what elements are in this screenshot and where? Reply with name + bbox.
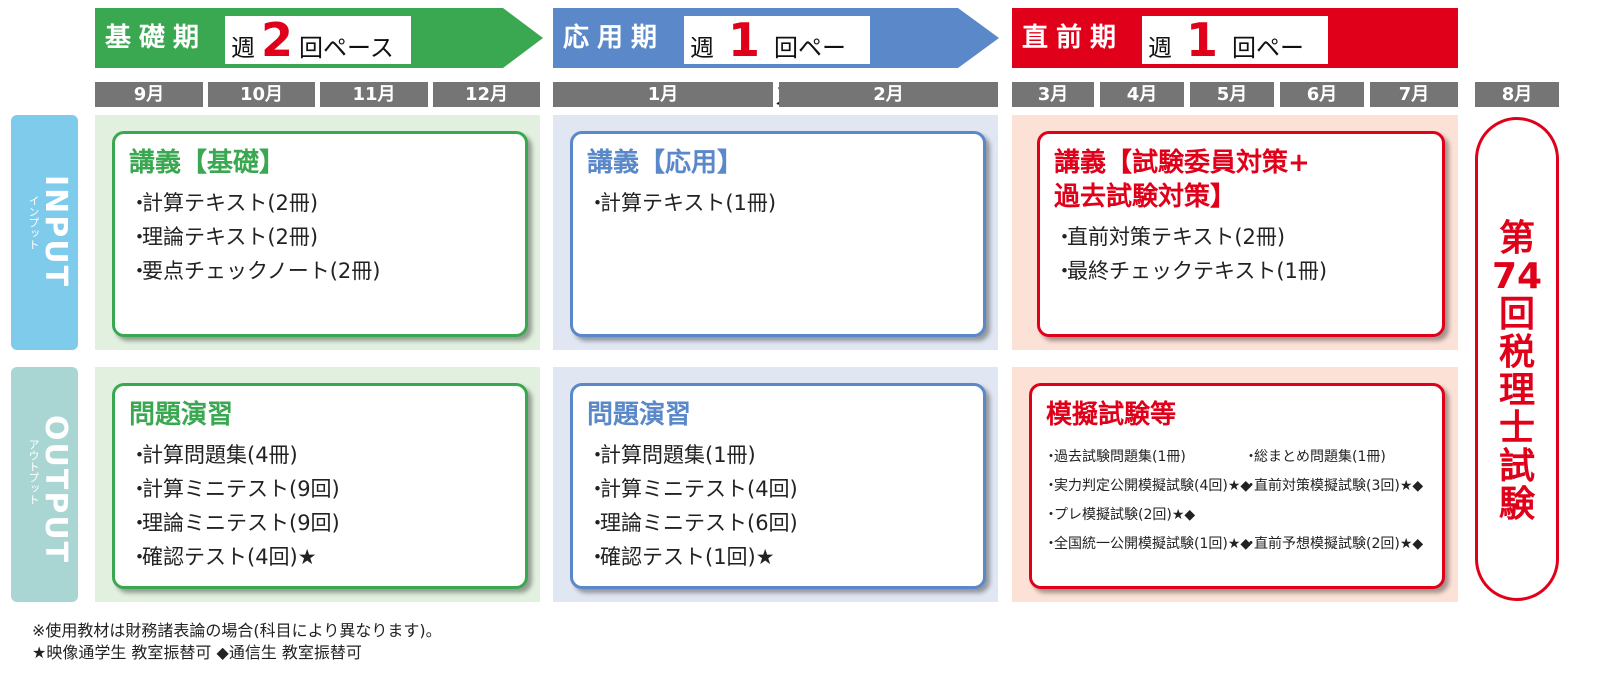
list-item: 総まとめ問題集(1冊) <box>1244 446 1386 466</box>
phase-basic: 基礎期 週 2 回ペース <box>95 8 545 68</box>
month-label: 9月 <box>95 82 203 107</box>
month-label: 5月 <box>1190 82 1274 107</box>
phase-final: 直前期 週 1 回ペース <box>1012 8 1458 110</box>
month-label: 12月 <box>433 82 540 107</box>
legend-note: ★映像通学生 教室振替可 ◆通信生 教室振替可 <box>32 643 362 662</box>
list-item: 最終チェックテキスト(1冊) <box>1054 254 1327 288</box>
list-item: 直前対策テキスト(2冊) <box>1054 220 1327 254</box>
phase-name: 直前期 <box>1022 23 1125 53</box>
list-item: 全国統一公開模擬試験(1回)★◆ <box>1044 533 1251 553</box>
phase-applied: 応用期 週 1 回ペース <box>553 8 1001 110</box>
pace-number: 1 <box>728 13 761 67</box>
card-title: 問題演習 <box>129 400 234 430</box>
month-label: 6月 <box>1280 82 1364 107</box>
list-item: 確認テスト(1回)★ <box>587 540 798 574</box>
month-label: 3月 <box>1012 82 1094 107</box>
practice-basic-card: 問題演習 計算問題集(4冊) 計算ミニテスト(9回) 理論ミニテスト(9回) 確… <box>112 383 528 589</box>
exam-title-char: 74 <box>1491 256 1543 297</box>
pace-box: 週 2 回ペース <box>225 16 411 64</box>
month-label: 11月 <box>320 82 428 107</box>
card-title: 講義【応用】 <box>587 148 744 178</box>
input-label: INPUT <box>38 175 73 289</box>
list-item: 理論ミニテスト(9回) <box>129 506 340 540</box>
output-sublabel: アウトプット <box>27 439 40 505</box>
practice-applied-card: 問題演習 計算問題集(1冊) 計算ミニテスト(4回) 理論ミニテスト(6回) 確… <box>570 383 986 589</box>
material-list: 計算テキスト(2冊) 理論テキスト(2冊) 要点チェックノート(2冊) <box>129 186 381 288</box>
pace-week: 週 <box>690 34 714 62</box>
input-sublabel: インプット <box>27 195 40 250</box>
pace-number: 2 <box>261 13 294 67</box>
materials-note: ※使用教材は財務諸表論の場合(科目により異なります)。 <box>32 621 442 640</box>
list-item: 直前対策模擬試験(3回)★◆ <box>1244 475 1423 495</box>
month-label: 8月 <box>1475 82 1559 107</box>
lecture-basic-card: 講義【基礎】 計算テキスト(2冊) 理論テキスト(2冊) 要点チェックノート(2… <box>112 131 528 337</box>
list-item: 直前予想模擬試験(2回)★◆ <box>1244 533 1423 553</box>
exam-title-char: 士 <box>1498 408 1535 449</box>
list-item: 理論テキスト(2冊) <box>129 220 381 254</box>
exam-title-char: 回 <box>1498 294 1535 335</box>
list-item: 計算テキスト(1冊) <box>587 186 776 220</box>
input-side-label: INPUT インプット <box>11 115 78 350</box>
card-title: 模擬試験等 <box>1046 400 1177 430</box>
exam-title-char: 税 <box>1498 332 1535 373</box>
pace-week: 週 <box>231 34 255 62</box>
material-list: 計算問題集(4冊) 計算ミニテスト(9回) 理論ミニテスト(9回) 確認テスト(… <box>129 438 340 574</box>
list-item: 計算テキスト(2冊) <box>129 186 381 220</box>
pace-box: 週 1 回ペース <box>684 13 870 110</box>
list-item: 確認テスト(4回)★ <box>129 540 340 574</box>
list-item: 実力判定公開模擬試験(4回)★◆ <box>1044 475 1251 495</box>
phase-name: 基礎期 <box>105 23 208 53</box>
list-item: 計算問題集(4冊) <box>129 438 340 472</box>
month-label: 4月 <box>1100 82 1184 107</box>
card-title: 講義【基礎】 <box>129 148 286 178</box>
month-label: 1月 <box>553 82 773 107</box>
card-title-line1: 講義【試験委員対策+ <box>1054 148 1310 178</box>
list-item: 過去試験問題集(1冊) <box>1044 446 1186 466</box>
card-title: 問題演習 <box>587 400 692 430</box>
pace-unit: 回ペース <box>299 34 394 62</box>
month-label: 2月 <box>779 82 998 107</box>
output-label: OUTPUT <box>38 415 73 565</box>
list-item: 計算ミニテスト(4回) <box>587 472 798 506</box>
month-label: 7月 <box>1370 82 1458 107</box>
list-item: 計算問題集(1冊) <box>587 438 798 472</box>
card-title: 講義【試験委員対策+ 過去試験対策】 <box>1054 146 1310 214</box>
phase-name: 応用期 <box>563 23 666 53</box>
mock-exam-card: 模擬試験等 過去試験問題集(1冊) 実力判定公開模擬試験(4回)★◆ プレ模擬試… <box>1029 383 1445 589</box>
lecture-applied-card: 講義【応用】 計算テキスト(1冊) <box>570 131 986 337</box>
material-list: 計算問題集(1冊) 計算ミニテスト(4回) 理論ミニテスト(6回) 確認テスト(… <box>587 438 798 574</box>
card-title-line2: 過去試験対策】 <box>1054 182 1237 212</box>
pace-number: 1 <box>1186 13 1219 67</box>
exam-title-char: 験 <box>1498 484 1535 525</box>
list-item: 理論ミニテスト(6回) <box>587 506 798 540</box>
pace-week: 週 <box>1148 34 1172 62</box>
list-item: 計算ミニテスト(9回) <box>129 472 340 506</box>
exam-title-char: 理 <box>1498 370 1535 411</box>
lecture-final-card: 講義【試験委員対策+ 過去試験対策】 直前対策テキスト(2冊) 最終チェックテキ… <box>1037 131 1445 337</box>
material-list: 計算テキスト(1冊) <box>587 186 776 220</box>
month-label: 10月 <box>208 82 315 107</box>
exam-title-char: 第 <box>1498 218 1535 259</box>
list-item: 要点チェックノート(2冊) <box>129 254 381 288</box>
pace-box: 週 1 回ペース <box>1142 13 1328 110</box>
exam-title-char: 試 <box>1498 446 1535 487</box>
output-side-label: OUTPUT アウトプット <box>11 367 78 602</box>
material-list: 直前対策テキスト(2冊) 最終チェックテキスト(1冊) <box>1054 220 1327 288</box>
list-item: プレ模擬試験(2回)★◆ <box>1044 504 1195 524</box>
